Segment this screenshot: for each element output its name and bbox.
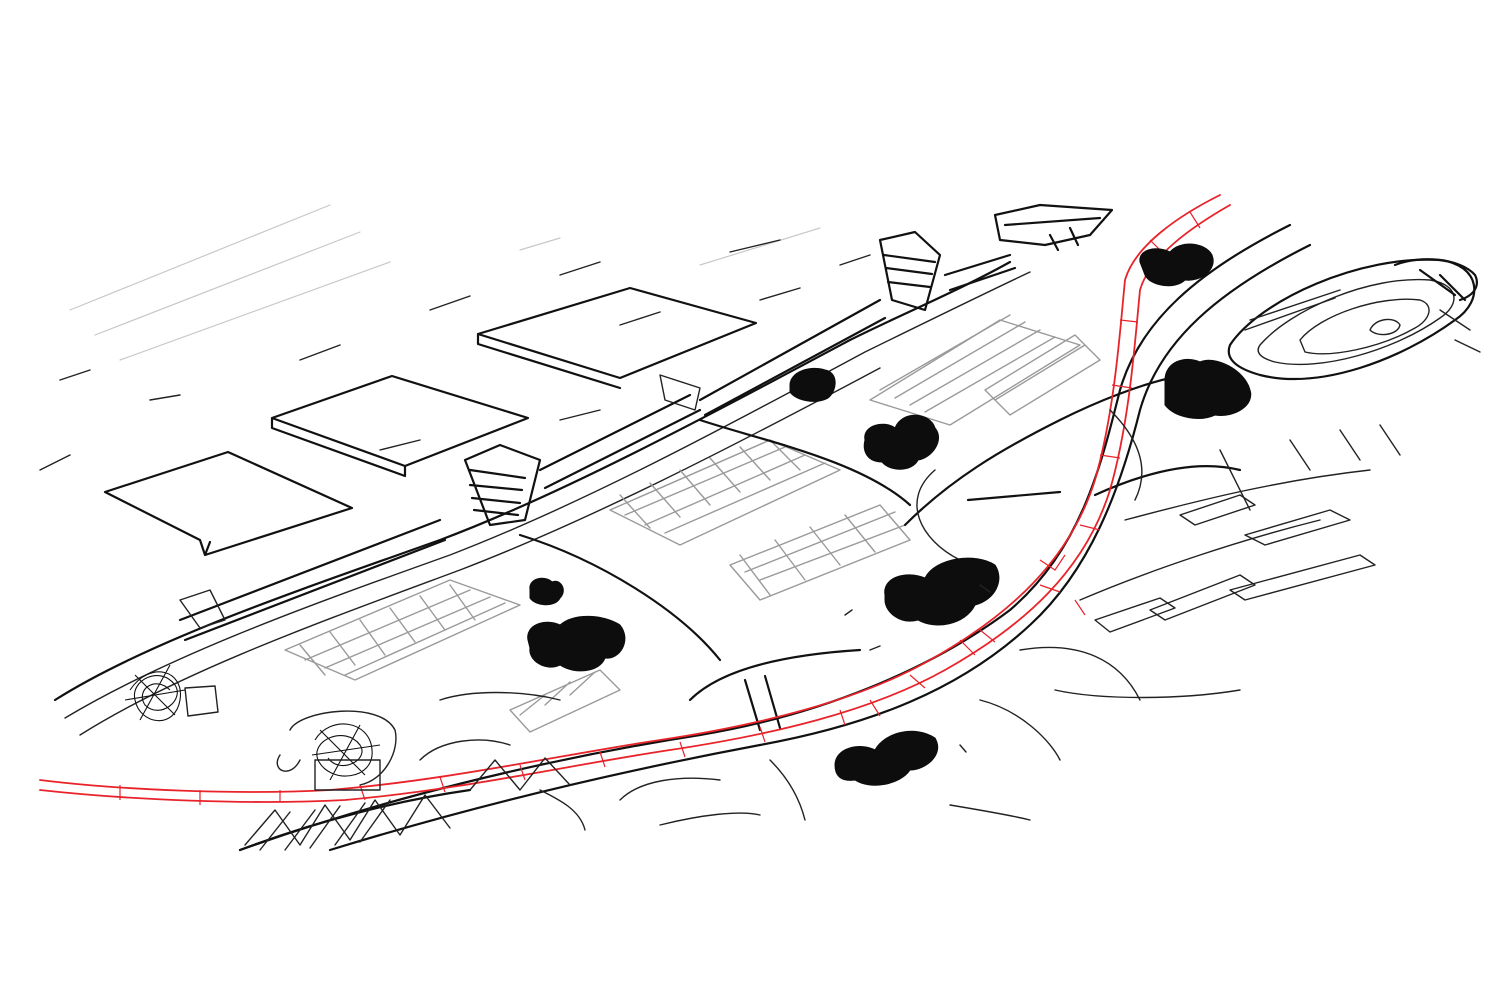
scribble-tree-2 (311, 723, 381, 781)
parking-lot-upper (869, 314, 1101, 426)
tree-4 (863, 414, 940, 470)
scribble-trees (124, 664, 397, 791)
pavilion-2 (878, 230, 942, 312)
oval-structure (1227, 258, 1478, 380)
tree-6 (1139, 243, 1214, 287)
gestural-strokes (419, 309, 1481, 831)
pavilion-3 (993, 203, 1114, 252)
site-roads (518, 376, 1242, 732)
parking-areas (284, 314, 1101, 733)
building-1 (103, 450, 354, 557)
pavilion-1 (463, 443, 542, 527)
bridge-pavilions (179, 203, 1114, 629)
parking-lot-lower (284, 579, 621, 733)
scribble-tree-1 (124, 664, 186, 722)
building-3 (476, 286, 758, 390)
tree-8 (834, 730, 938, 786)
tree-1 (529, 577, 564, 606)
tree-2 (527, 615, 626, 672)
tree-5 (884, 557, 1000, 626)
main-road (238, 223, 1312, 852)
parking-lot-right (729, 504, 911, 601)
tree-7 (1164, 358, 1252, 419)
ground-marks (299, 239, 991, 753)
background-lines (69, 204, 821, 361)
building-top-left (39, 369, 181, 471)
tree-3 (789, 367, 836, 402)
trees (527, 243, 1252, 786)
building-2 (270, 374, 530, 478)
building-row (39, 286, 758, 557)
truss-structure (238, 757, 571, 852)
parking-lot-middle (609, 439, 841, 546)
